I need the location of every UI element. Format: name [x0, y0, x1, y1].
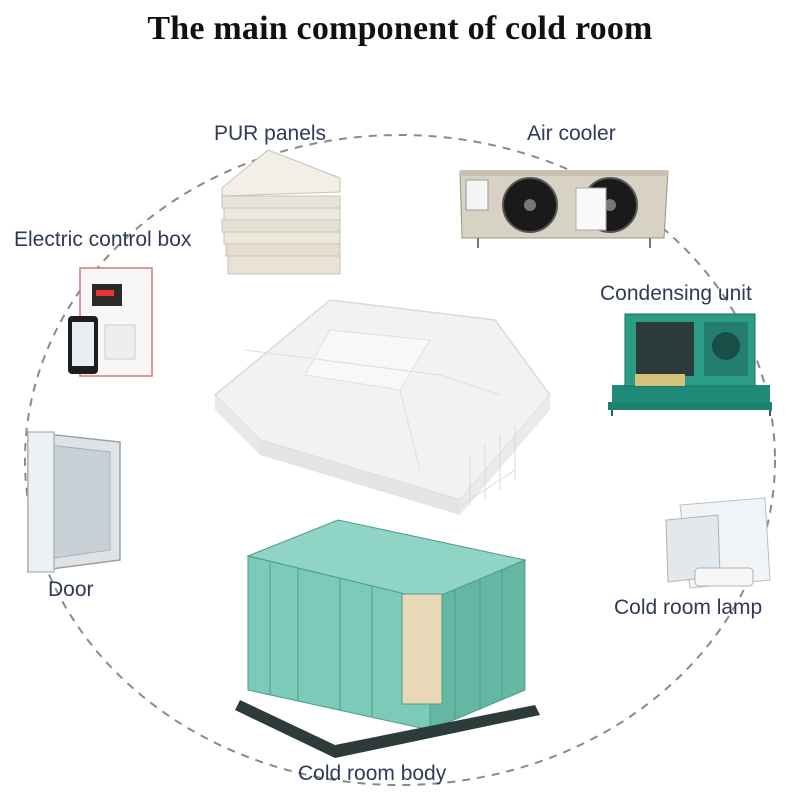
dashed-ring [24, 134, 776, 786]
door-illustration [27, 431, 121, 573]
label-door: Door [48, 578, 94, 601]
label-air-cooler: Air cooler [527, 122, 616, 145]
cold-room-lamp-illustration [665, 497, 771, 589]
pur-panels-illustration [221, 149, 341, 275]
building-plan-illustration [213, 299, 551, 515]
air-cooler-illustration [459, 170, 669, 248]
label-electric-control-box: Electric control box [14, 228, 192, 251]
electric-control-box-illustration [68, 267, 153, 377]
page-title: The main component of cold room [147, 10, 653, 47]
cold-room-body-illustration [235, 519, 540, 758]
label-pur-panels: PUR panels [214, 122, 327, 145]
label-condensing-unit: Condensing unit [600, 282, 752, 305]
label-cold-room-lamp: Cold room lamp [614, 596, 763, 619]
condensing-unit-illustration [608, 313, 772, 416]
label-cold-room-body: Cold room body [298, 762, 447, 785]
